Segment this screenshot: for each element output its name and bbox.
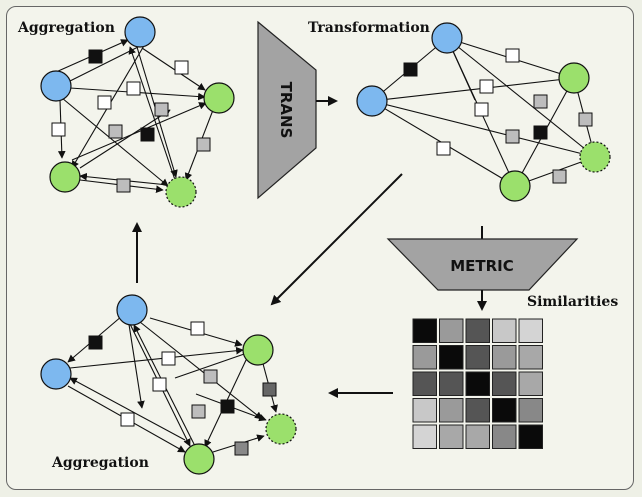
matrix-cell bbox=[465, 318, 490, 343]
green-node bbox=[203, 82, 235, 114]
green-node bbox=[558, 62, 590, 94]
white-square bbox=[174, 60, 189, 75]
white-square bbox=[161, 351, 176, 366]
matrix-cell bbox=[492, 424, 517, 449]
transformation-graph bbox=[356, 22, 611, 202]
matrix-cell bbox=[412, 398, 437, 423]
matrix-cell bbox=[412, 318, 437, 343]
gray-square bbox=[578, 112, 593, 127]
trans-block: TRANS bbox=[257, 20, 317, 200]
gray-square bbox=[203, 369, 218, 384]
white-square bbox=[152, 377, 167, 392]
gray-square bbox=[154, 102, 169, 117]
matrix-cell bbox=[465, 371, 490, 396]
blue-node bbox=[40, 70, 72, 102]
white-square bbox=[505, 48, 520, 63]
black-square bbox=[88, 49, 103, 64]
trans-label: TRANS bbox=[277, 82, 295, 139]
gray-square bbox=[196, 137, 211, 152]
white-square bbox=[474, 102, 489, 117]
white-square bbox=[97, 95, 112, 110]
matrix-cell bbox=[439, 371, 464, 396]
matrix-cell bbox=[465, 398, 490, 423]
blue-node bbox=[116, 294, 148, 326]
similarity-matrix bbox=[412, 318, 543, 449]
white-square bbox=[126, 81, 141, 96]
matrix-cell bbox=[465, 345, 490, 370]
black-square bbox=[403, 62, 418, 77]
black-square bbox=[533, 125, 548, 140]
arrow-diagonal bbox=[270, 173, 403, 306]
aggregation-graph-bottom bbox=[40, 294, 297, 475]
green-node-dashed bbox=[165, 176, 197, 208]
white-square bbox=[479, 79, 494, 94]
matrix-cell bbox=[439, 398, 464, 423]
gray-square bbox=[108, 124, 123, 139]
green-node-dashed bbox=[265, 413, 297, 445]
gray-square bbox=[552, 169, 567, 184]
dark-gray-square bbox=[262, 382, 277, 397]
blue-node bbox=[431, 22, 463, 54]
matrix-cell bbox=[518, 398, 543, 423]
matrix-cell bbox=[439, 345, 464, 370]
black-square bbox=[88, 335, 103, 350]
matrix-cell bbox=[492, 398, 517, 423]
white-square bbox=[51, 122, 66, 137]
gray-square bbox=[505, 129, 520, 144]
gray-square bbox=[533, 94, 548, 109]
matrix-cell bbox=[439, 318, 464, 343]
gray-square bbox=[234, 441, 249, 456]
white-square bbox=[436, 141, 451, 156]
matrix-cell bbox=[465, 424, 490, 449]
green-node bbox=[183, 443, 215, 475]
green-node bbox=[49, 161, 81, 193]
transformation-label: Transformation bbox=[308, 20, 430, 36]
blue-node bbox=[356, 85, 388, 117]
gray-square bbox=[191, 404, 206, 419]
matrix-cell bbox=[518, 345, 543, 370]
matrix-cell bbox=[492, 318, 517, 343]
green-node-dashed bbox=[579, 141, 611, 173]
white-square bbox=[190, 321, 205, 336]
matrix-cell bbox=[492, 371, 517, 396]
aggregation-graph-top bbox=[40, 16, 235, 208]
aggregation-top-label: Aggregation bbox=[17, 20, 115, 36]
matrix-cell bbox=[518, 371, 543, 396]
green-node bbox=[499, 170, 531, 202]
matrix-cell bbox=[412, 424, 437, 449]
matrix-cell bbox=[439, 424, 464, 449]
aggregation-bottom-label: Aggregation bbox=[51, 455, 149, 471]
green-node bbox=[242, 334, 274, 366]
blue-node bbox=[124, 16, 156, 48]
blue-node bbox=[40, 358, 72, 390]
matrix-cell bbox=[492, 345, 517, 370]
matrix-cell bbox=[412, 345, 437, 370]
black-square bbox=[140, 127, 155, 142]
metric-label: METRIC bbox=[450, 257, 514, 275]
matrix-cell bbox=[518, 424, 543, 449]
similarities-label: Similarities bbox=[527, 294, 618, 310]
black-square bbox=[220, 399, 235, 414]
gray-square bbox=[116, 178, 131, 193]
white-square bbox=[120, 412, 135, 427]
metric-block: METRIC bbox=[386, 238, 579, 291]
matrix-cell bbox=[412, 371, 437, 396]
matrix-cell bbox=[518, 318, 543, 343]
